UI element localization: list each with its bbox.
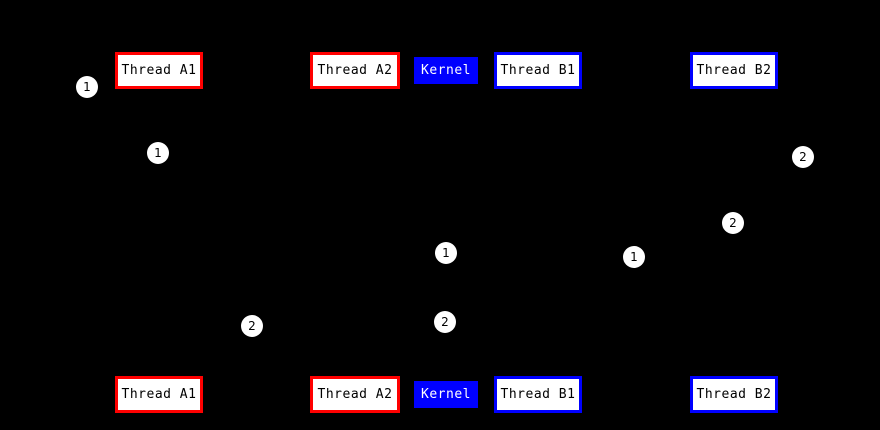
step-badge-2: 2 [722, 212, 744, 234]
participant-bottom-thread-a1[interactable]: Thread A1 [115, 376, 203, 413]
lifeline-thread-b1 [538, 89, 539, 376]
lifeline-kernel [446, 84, 447, 381]
participant-label: Thread B1 [500, 387, 576, 402]
message-arrow-2 [538, 223, 734, 224]
participant-top-thread-b2[interactable]: Thread B2 [690, 52, 778, 89]
participant-label: Thread A1 [121, 63, 197, 78]
participant-label: Thread B2 [696, 63, 772, 78]
message-arrow-1 [159, 153, 355, 154]
participant-top-thread-a1[interactable]: Thread A1 [115, 52, 203, 89]
step-badge-1: 1 [623, 246, 645, 268]
message-arrow-3 [446, 253, 538, 254]
participant-label: Kernel [421, 63, 471, 78]
lifeline-thread-a1 [159, 89, 160, 376]
participant-bottom-thread-b1[interactable]: Thread B1 [494, 376, 582, 413]
participant-bottom-thread-b2[interactable]: Thread B2 [690, 376, 778, 413]
participant-label: Thread A2 [317, 387, 393, 402]
step-badge-2: 2 [241, 315, 263, 337]
participant-label: Thread A2 [317, 63, 393, 78]
step-badge-2: 2 [792, 146, 814, 168]
step-badge-1: 1 [147, 142, 169, 164]
participant-top-thread-b1[interactable]: Thread B1 [494, 52, 582, 89]
participant-label: Thread B1 [500, 63, 576, 78]
step-badge-1: 1 [435, 242, 457, 264]
step-badge-2: 2 [434, 311, 456, 333]
step-badge-1: 1 [76, 76, 98, 98]
lifeline-thread-a2 [355, 89, 356, 376]
participant-bottom-thread-a2[interactable]: Thread A2 [310, 376, 400, 413]
participant-bottom-kernel[interactable]: Kernel [414, 381, 478, 408]
message-arrow-4 [355, 322, 446, 323]
participant-label: Thread A1 [121, 387, 197, 402]
participant-label: Thread B2 [696, 387, 772, 402]
participant-top-kernel[interactable]: Kernel [414, 57, 478, 84]
participant-top-thread-a2[interactable]: Thread A2 [310, 52, 400, 89]
participant-label: Kernel [421, 387, 471, 402]
